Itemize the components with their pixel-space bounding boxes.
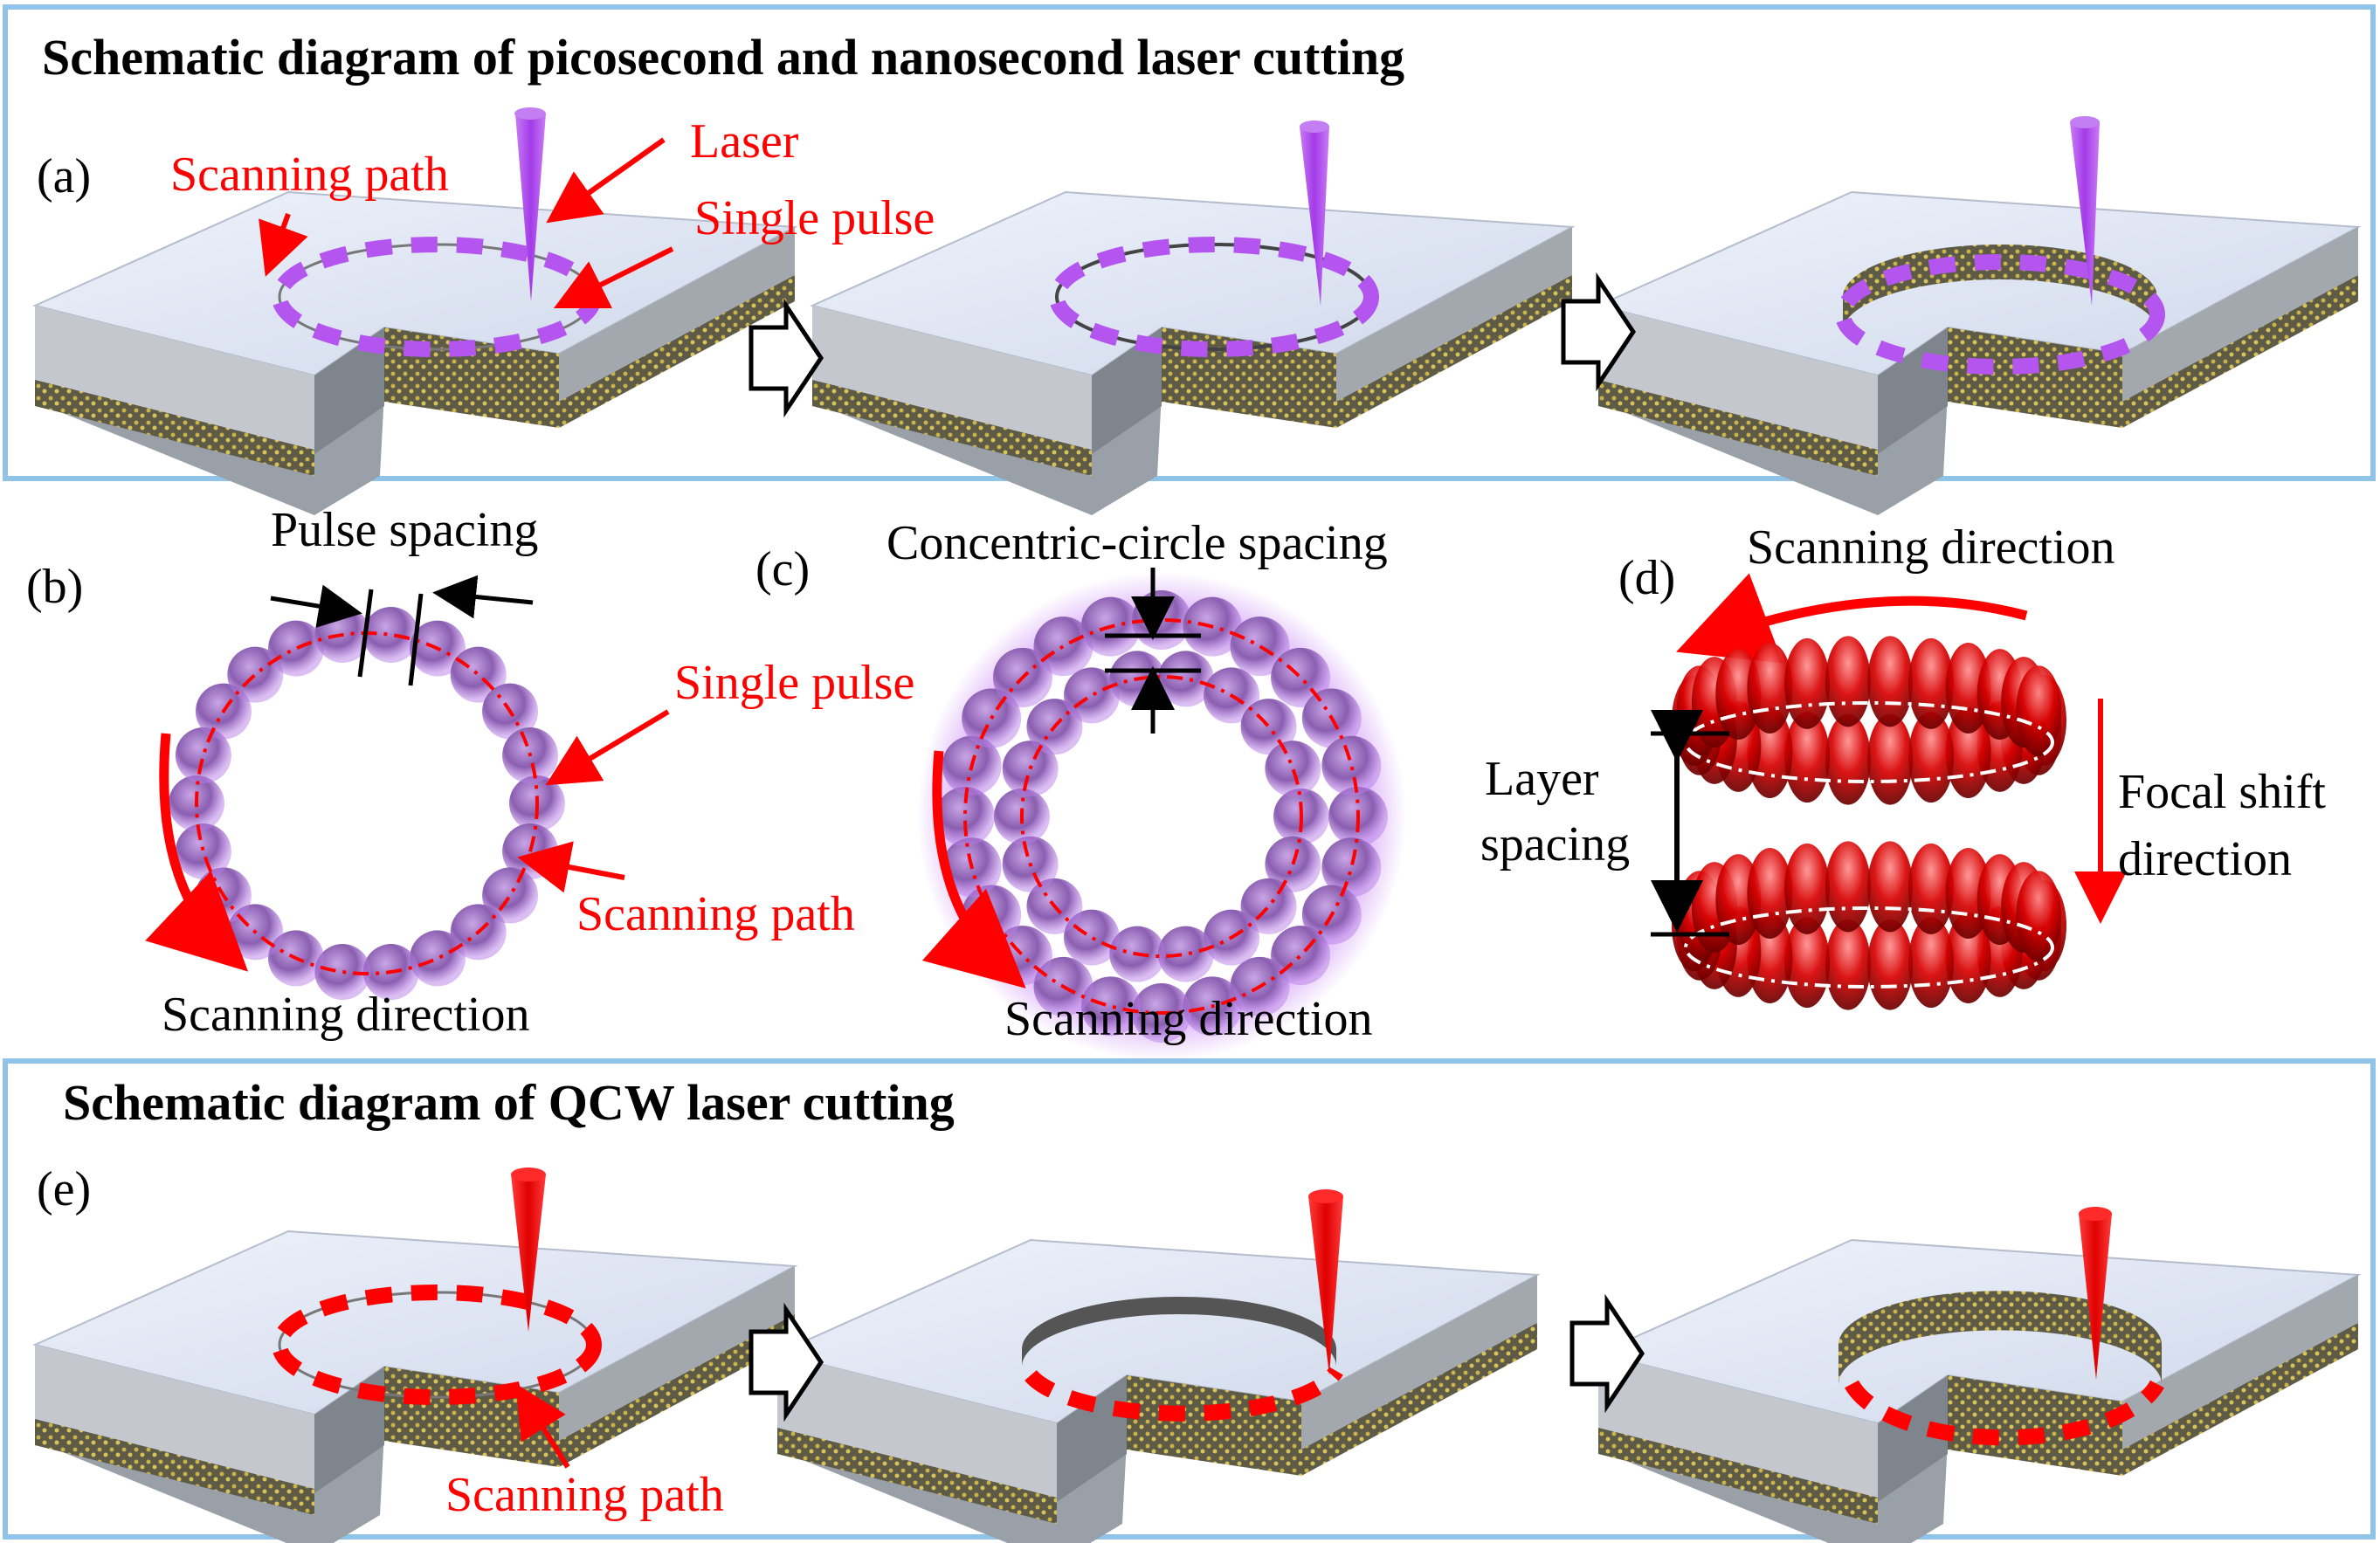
red-laser-beam bbox=[2079, 1214, 2112, 1380]
focal-shift-label-2: direction bbox=[2118, 832, 2292, 886]
scanning-direction-label-c: Scanning direction bbox=[1004, 992, 1372, 1046]
red-pulse-layer-upper bbox=[1672, 636, 2066, 805]
panel-e-label: (e) bbox=[37, 1162, 91, 1216]
red-pulse-spot bbox=[1825, 841, 1871, 933]
panel-c-label: (c) bbox=[755, 542, 810, 596]
red-scan-path bbox=[1845, 1380, 2164, 1446]
red-scan-path bbox=[272, 1285, 602, 1405]
pulse-spacing-label: Pulse spacing bbox=[271, 503, 538, 557]
scanning-direction-label-d: Scanning direction bbox=[1747, 520, 2114, 575]
bottom-panel-title: Schematic diagram of QCW laser cutting bbox=[63, 1074, 955, 1131]
scanning-path-label-e: Scanning path bbox=[445, 1468, 724, 1522]
panel-a-label: (a) bbox=[37, 149, 91, 203]
single-pulse-spot bbox=[1157, 926, 1214, 982]
purple-laser-beam bbox=[1300, 127, 1329, 306]
single-pulse-spot bbox=[314, 944, 371, 1001]
red-laser-beam bbox=[511, 1174, 546, 1332]
red-pulse-spot bbox=[1867, 713, 1914, 805]
scan-direction-arrow-d bbox=[1676, 573, 2028, 664]
concentric-spacing-label: Concentric-circle spacing bbox=[886, 516, 1388, 570]
red-pulse-spot bbox=[1825, 713, 1871, 805]
single-pulse-spot bbox=[410, 930, 466, 987]
panel-d-label: (d) bbox=[1618, 551, 1675, 605]
red-pulse-spot bbox=[2016, 665, 2062, 757]
single-pulse-spot bbox=[175, 727, 231, 784]
red-pulse-layer-lower bbox=[1672, 841, 2066, 1010]
single-pulse-label: Single pulse bbox=[694, 191, 935, 245]
red-scan-path bbox=[1024, 1367, 1343, 1422]
single-pulse-spot bbox=[227, 646, 284, 703]
single-pulse-spot bbox=[1230, 617, 1290, 677]
single-pulse-spot bbox=[1265, 741, 1321, 797]
focal-shift-label-1: Focal shift bbox=[2118, 765, 2326, 819]
top-panel-frame bbox=[3, 4, 2376, 481]
scan-direction-arrow-b bbox=[145, 733, 249, 972]
single-pulse-spot bbox=[1080, 976, 1141, 1037]
plate-e2 bbox=[776, 1239, 1538, 1543]
red-pulse-spot bbox=[1867, 636, 1914, 727]
scanning-path-label: Scanning path bbox=[170, 148, 449, 202]
single-pulse-spot bbox=[935, 787, 995, 846]
laser-label: Laser bbox=[690, 114, 799, 169]
single-pulse-spot bbox=[175, 823, 231, 879]
purple-laser-beam bbox=[2070, 122, 2100, 306]
single-pulse-spot bbox=[1240, 878, 1297, 934]
single-pulse-spot bbox=[362, 606, 419, 663]
plate-a1 bbox=[34, 191, 796, 516]
scanning-path-label-b: Scanning path bbox=[576, 887, 855, 941]
purple-laser-beam bbox=[515, 114, 546, 301]
red-pulse-spot bbox=[1867, 919, 1914, 1010]
single-pulse-spot bbox=[1240, 699, 1297, 755]
plate-a3 bbox=[1597, 191, 2359, 516]
single-pulse-spot bbox=[1321, 735, 1382, 796]
single-pulse-spot bbox=[1033, 617, 1093, 677]
panel-b-label: (b) bbox=[26, 560, 83, 614]
single-pulse-spot bbox=[1064, 909, 1120, 966]
plate-e3 bbox=[1597, 1239, 2359, 1543]
flow-arrow bbox=[751, 306, 821, 410]
red-laser-beam bbox=[1308, 1196, 1343, 1375]
scan-direction-arrow-c bbox=[921, 750, 1026, 988]
red-pulse-spot bbox=[1784, 637, 1831, 729]
red-pulse-spot bbox=[1825, 636, 1871, 727]
pulse-ring-b bbox=[169, 606, 565, 1001]
scanning-direction-label-b: Scanning direction bbox=[162, 988, 529, 1042]
layer-spacing-label-2: spacing bbox=[1480, 817, 1630, 871]
red-pulse-spot bbox=[1825, 919, 1871, 1010]
plate-e1 bbox=[34, 1230, 796, 1543]
red-pulse-spot bbox=[2016, 871, 2062, 962]
bottom-panel-frame bbox=[3, 1058, 2376, 1540]
scan-path-circle bbox=[195, 631, 539, 975]
purple-scan-path bbox=[1049, 237, 1379, 357]
single-pulse-label-b: Single pulse bbox=[674, 656, 914, 710]
single-pulse-spot bbox=[1321, 837, 1382, 898]
single-pulse-spot bbox=[267, 620, 324, 677]
pulse-ring-c-inner bbox=[994, 651, 1329, 982]
red-pulse-spot bbox=[1867, 841, 1914, 933]
red-pulse-spot bbox=[1784, 843, 1831, 934]
purple-scan-path bbox=[1835, 254, 2165, 375]
top-panel-title: Schematic diagram of picosecond and nano… bbox=[42, 29, 1404, 86]
single-pulse-spot bbox=[1064, 667, 1120, 724]
plate-a2 bbox=[811, 191, 1573, 516]
layer-spacing-label-1: Layer bbox=[1485, 752, 1599, 806]
